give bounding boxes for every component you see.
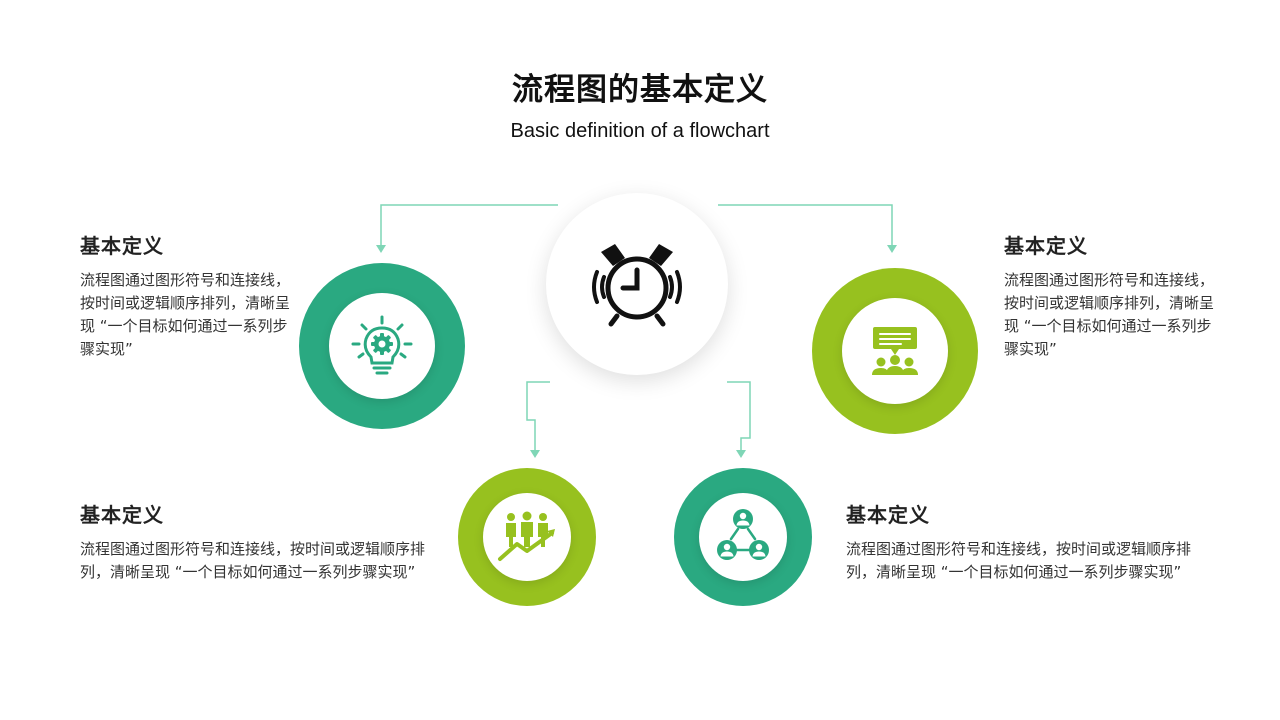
node-bottom-left-inner: [483, 493, 571, 581]
text-block-top-right: 基本定义 流程图通过图形符号和连接线，按时间或逻辑顺序排列，清晰呈现 “一个目标…: [1004, 230, 1214, 361]
arrowhead-top-left: [376, 245, 386, 253]
page-subtitle: Basic definition of a flowchart: [510, 120, 770, 142]
block-body: 流程图通过图形符号和连接线，按时间或逻辑顺序排列，清晰呈现 “一个目标如何通过一…: [1004, 271, 1215, 358]
arrowhead-top-right: [887, 245, 897, 253]
node-top-left: [299, 263, 465, 429]
block-body: 流程图通过图形符号和连接线，按时间或逻辑顺序排列，清晰呈现 “一个目标如何通过一…: [846, 540, 1192, 581]
node-bottom-right-inner: [699, 493, 787, 581]
block-heading: 基本定义: [846, 503, 930, 527]
block-body: 流程图通过图形符号和连接线，按时间或逻辑顺序排列，清晰呈现 “一个目标如何通过一…: [80, 540, 426, 581]
block-heading: 基本定义: [80, 503, 164, 527]
text-block-bottom-left: 基本定义 流程图通过图形符号和连接线，按时间或逻辑顺序排列，清晰呈现 “一个目标…: [80, 499, 440, 584]
node-bottom-right: [674, 468, 812, 606]
text-block-top-left: 基本定义 流程图通过图形符号和连接线，按时间或逻辑顺序排列，清晰呈现 “一个目标…: [80, 230, 290, 361]
text-block-bottom-right: 基本定义 流程图通过图形符号和连接线，按时间或逻辑顺序排列，清晰呈现 “一个目标…: [846, 499, 1206, 584]
connector-top-left: [380, 204, 558, 248]
arrowhead-bottom-right: [736, 450, 746, 458]
block-body: 流程图通过图形符号和连接线，按时间或逻辑顺序排列，清晰呈现 “一个目标如何通过一…: [80, 271, 291, 358]
node-top-left-inner: [329, 293, 435, 399]
node-top-right-inner: [842, 298, 948, 404]
block-heading: 基本定义: [80, 234, 164, 258]
arrowhead-bottom-left: [530, 450, 540, 458]
connector-bottom-left: [526, 381, 550, 452]
connector-bottom-right: [727, 381, 751, 452]
connector-top-right: [718, 204, 893, 248]
block-heading: 基本定义: [1004, 234, 1088, 258]
node-top-right: [812, 268, 978, 434]
node-bottom-left: [458, 468, 596, 606]
center-node: [546, 193, 728, 375]
page-title: 流程图的基本定义: [512, 72, 768, 108]
presentation-audience-icon: [872, 327, 918, 375]
alarm-clock-icon: [592, 244, 682, 327]
lightbulb-gear-icon: [351, 315, 413, 375]
team-growth-icon: [498, 511, 555, 561]
people-network-icon: [717, 509, 769, 560]
